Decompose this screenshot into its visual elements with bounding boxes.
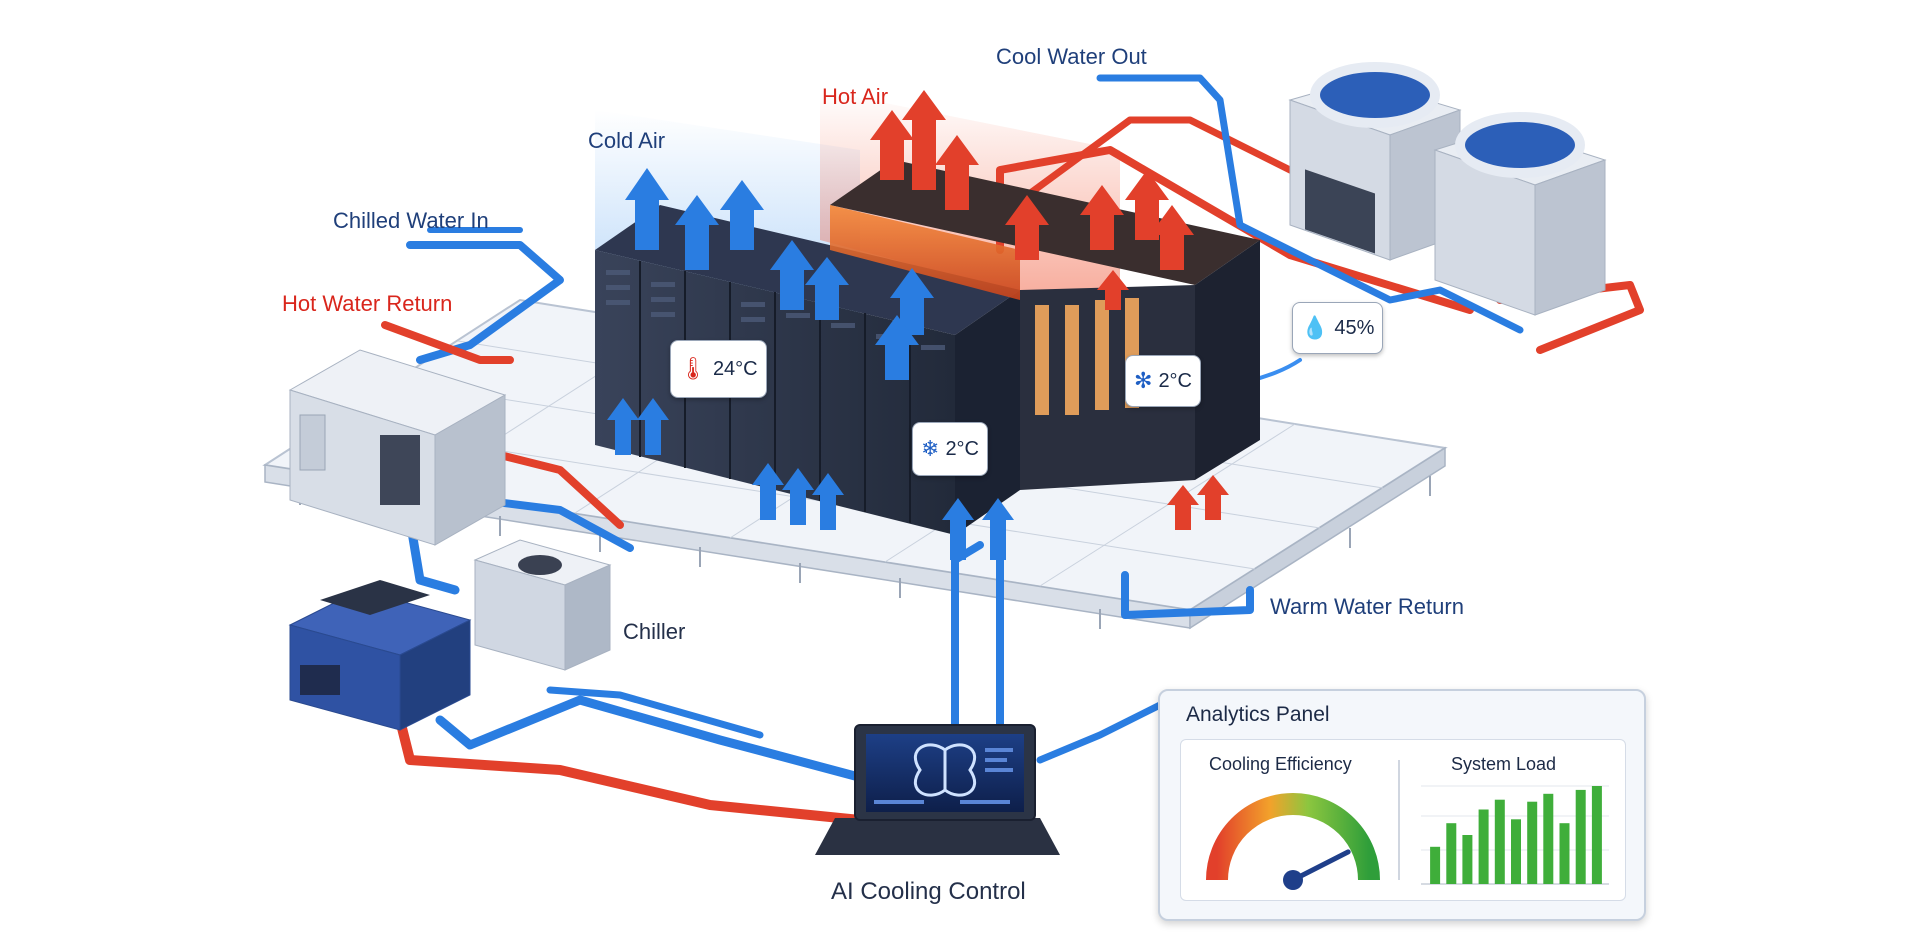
load-bar [1446, 823, 1457, 884]
analytics-panel-title: Analytics Panel [1186, 703, 1330, 726]
cold-air-arrows [607, 168, 1014, 560]
fan-temp-badge-right: ✻ 2°C [1125, 355, 1202, 407]
load-bar [1478, 809, 1489, 884]
label-chilled-water-in: Chilled Water In [333, 208, 489, 233]
gauge-needle [1290, 849, 1351, 883]
temperature-value: 24°C [712, 357, 758, 380]
label-hot-air: Hot Air [822, 84, 889, 109]
hot-air-arrows [870, 90, 1229, 530]
load-bar [1430, 846, 1441, 884]
load-bar [1559, 823, 1570, 884]
label-cool-water-out: Cool Water Out [996, 44, 1147, 69]
label-cold-air: Cold Air [588, 128, 666, 153]
fan-icon: ✻ [1134, 368, 1153, 393]
ai-control-terminal [815, 724, 1060, 855]
panel-divider [1398, 760, 1400, 880]
thermometer-icon: 🌡 [679, 356, 707, 381]
load-bar [1511, 819, 1521, 884]
system-load-chart [1421, 785, 1609, 885]
analytics-panel-body: Cooling Efficiency System Load [1180, 739, 1626, 901]
load-bar [1591, 786, 1602, 884]
load-bar [1494, 799, 1505, 884]
chiller-unit [473, 539, 612, 671]
load-bar [1527, 801, 1538, 884]
gauge-hub [1283, 870, 1303, 890]
gauge-arc [1206, 793, 1380, 881]
fan-icon: ❄ [921, 436, 940, 461]
fan-temp-value-right: 2°C [1158, 369, 1193, 392]
crac-unit [288, 349, 507, 546]
cooling-efficiency-gauge [1206, 793, 1380, 890]
humidity-badge: 💧 45% [1292, 302, 1384, 354]
load-bar [1575, 789, 1586, 884]
load-bar [1462, 835, 1473, 884]
pump-unit [288, 580, 472, 731]
cooling-efficiency-title: Cooling Efficiency [1209, 754, 1352, 774]
label-hot-water-return: Hot Water Return [282, 291, 453, 316]
cooling-tower-right [1433, 112, 1607, 316]
label-ai-cooling-control: AI Cooling Control [831, 878, 1026, 905]
humidity-value: 45% [1334, 316, 1375, 339]
label-chiller: Chiller [623, 619, 686, 644]
fan-temp-value-center: 2°C [945, 437, 980, 460]
temperature-badge: 🌡 24°C [670, 340, 767, 398]
system-load-title: System Load [1451, 754, 1557, 774]
water-drop-icon: 💧 [1301, 315, 1329, 340]
label-warm-water-return: Warm Water Return [1270, 594, 1464, 619]
analytics-panel: Analytics Panel Cooling Efficiency Syste… [1158, 689, 1646, 921]
load-bar [1543, 793, 1554, 884]
fan-temp-badge-center: ❄ 2°C [912, 422, 989, 476]
